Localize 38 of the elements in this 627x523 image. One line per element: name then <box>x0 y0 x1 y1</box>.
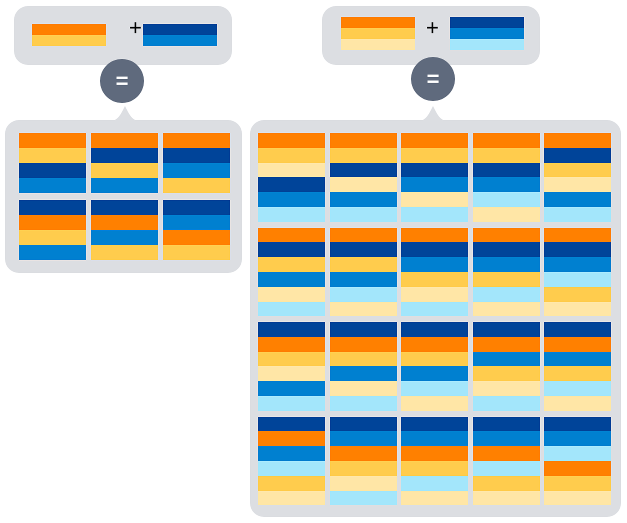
striped-bar <box>401 133 468 222</box>
striped-bar <box>472 322 540 411</box>
striped-bar <box>163 200 230 260</box>
striped-bar <box>450 17 524 50</box>
striped-bar <box>401 228 468 316</box>
striped-bar <box>330 322 396 411</box>
striped-bar <box>258 322 325 411</box>
striped-bar <box>472 416 540 506</box>
result-panel <box>5 120 242 273</box>
striped-bar <box>143 24 217 46</box>
equation-panel <box>322 6 540 65</box>
striped-bar <box>544 322 611 411</box>
striped-bar <box>341 17 415 50</box>
striped-bar <box>258 133 325 222</box>
striped-bar <box>330 133 396 222</box>
striped-bar <box>472 228 540 316</box>
striped-bar <box>330 416 396 506</box>
striped-bar <box>544 228 611 316</box>
plus-sign: + <box>129 17 142 39</box>
striped-bar <box>19 133 86 193</box>
striped-bar <box>163 133 230 193</box>
equals-badge: = <box>411 57 455 101</box>
equals-badge: = <box>100 59 144 103</box>
striped-bar <box>19 200 86 260</box>
striped-bar <box>91 133 158 193</box>
striped-bar <box>258 228 325 316</box>
striped-bar <box>91 200 158 260</box>
striped-bar <box>401 322 468 411</box>
equation-panel <box>14 6 232 65</box>
striped-bar <box>330 228 396 316</box>
result-panel <box>250 120 621 517</box>
striped-bar <box>544 416 611 506</box>
striped-bar <box>258 416 325 506</box>
striped-bar <box>32 24 106 46</box>
striped-bar <box>544 133 611 222</box>
striped-bar <box>472 133 540 222</box>
striped-bar <box>401 416 468 506</box>
plus-sign: + <box>426 17 439 39</box>
